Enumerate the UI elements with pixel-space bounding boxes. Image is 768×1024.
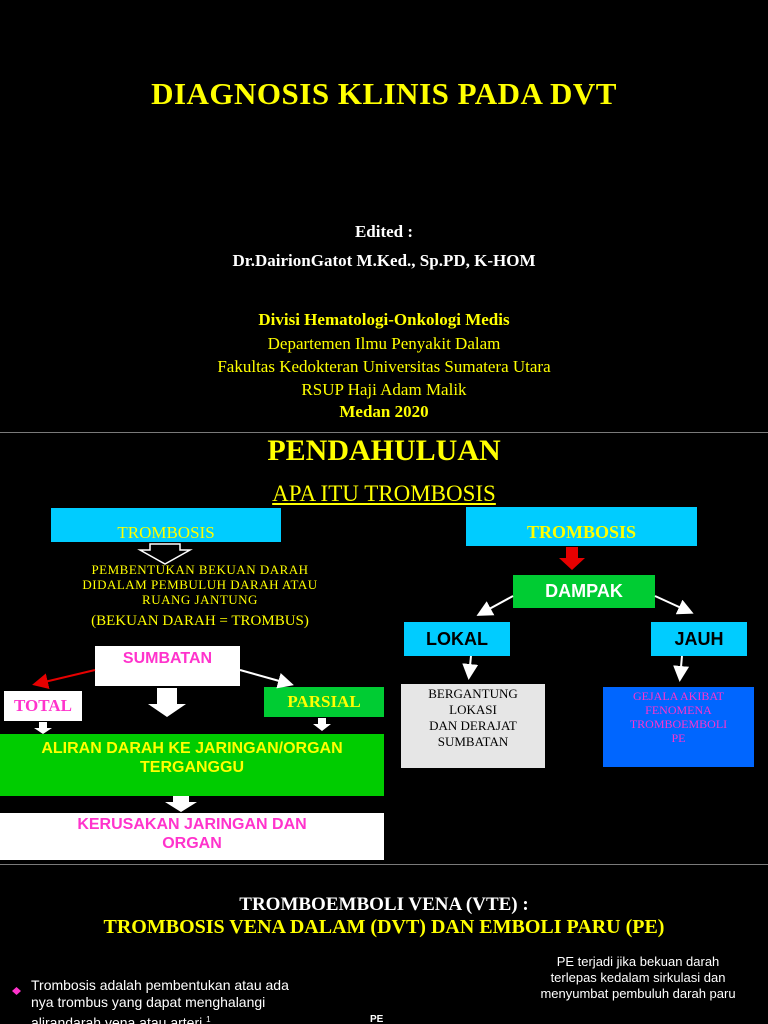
lokal-desc-line: LOKASI xyxy=(449,702,497,717)
slide-divider xyxy=(0,864,768,865)
hospital-name: RSUP Haji Adam Malik xyxy=(301,380,467,399)
slide-title: DIAGNOSIS KLINIS PADA DVT xyxy=(151,76,617,111)
arrow-to-jauh-desc-icon xyxy=(673,655,690,682)
bullet-line: Trombosis adalah pembentukan atau ada xyxy=(31,977,289,993)
jauh-desc-line: PE xyxy=(671,731,686,745)
definition-text: PEMBENTUKAN BEKUAN DARAH DIDALAM PEMBULU… xyxy=(0,562,400,607)
aliran-line-2: TERGANGGU xyxy=(140,759,244,776)
down-arrow-icon xyxy=(137,543,193,565)
faculty-name: Fakultas Kedokteran Universitas Sumatera… xyxy=(217,357,551,376)
division-name: Divisi Hematologi-Onkologi Medis xyxy=(258,310,510,329)
vte-slide: TROMBOEMBOLI VENA (VTE) : TROMBOSIS VENA… xyxy=(0,866,768,1024)
jauh-desc-line: FENOMENA xyxy=(645,703,712,717)
sumbatan-box: SUMBATAN xyxy=(95,646,240,686)
arrow-to-parsial-icon xyxy=(239,669,294,689)
title-slide: DIAGNOSIS KLINIS PADA DVT Edited : Dr.Da… xyxy=(0,0,768,432)
lokal-desc-line: DAN DERAJAT xyxy=(429,718,517,733)
parsial-box: PARSIAL xyxy=(264,687,384,717)
definition-line-2: DIDALAM PEMBULUH DARAH ATAU xyxy=(82,577,318,592)
department-name: Departemen Ilmu Penyakit Dalam xyxy=(267,334,501,353)
arrow-to-jauh-icon xyxy=(654,595,694,615)
bullet-diamond-icon xyxy=(12,980,21,995)
definition-line-1: PEMBENTUKAN BEKUAN DARAH xyxy=(91,562,309,577)
kerusakan-line-2: ORGAN xyxy=(162,835,222,852)
down-arrow-icon xyxy=(313,718,331,731)
dampak-box: DAMPAK xyxy=(513,575,655,608)
pe-label: PE xyxy=(370,1014,384,1024)
down-arrow-icon xyxy=(148,688,186,717)
author-name: Dr.DairionGatot M.Ked., Sp.PD, K-HOM xyxy=(232,251,536,270)
slide-divider xyxy=(0,432,768,433)
total-box: TOTAL xyxy=(4,691,82,721)
footnote-mark: 1 xyxy=(206,1015,211,1024)
lokal-desc-line: SUMBATAN xyxy=(437,734,509,749)
down-arrow-icon xyxy=(165,796,197,812)
definition-line-3: RUANG JANTUNG xyxy=(142,592,258,607)
down-arrow-icon xyxy=(559,547,585,570)
lokal-desc-box: BERGANTUNG LOKASI DAN DERAJAT SUMBATAN xyxy=(401,684,545,768)
lokal-desc-line: BERGANTUNG xyxy=(428,686,518,701)
flow-arrows xyxy=(32,543,694,812)
pe-note-line: PE terjadi jika bekuan darah xyxy=(556,954,720,969)
arrow-to-lokal-desc-icon xyxy=(462,655,479,680)
trombosis-box-right: TROMBOSIS xyxy=(466,507,697,546)
pe-note: PE terjadi jika bekuan darah terlepas ke… xyxy=(508,954,768,1002)
kerusakan-box: KERUSAKAN JARINGAN DAN ORGAN xyxy=(0,813,384,860)
bullet-text: Trombosis adalah pembentukan atau ada ny… xyxy=(31,977,331,1024)
bekuan-text: (BEKUAN DARAH = TROMBUS) xyxy=(91,613,309,629)
jauh-desc-line: GEJALA AKIBAT xyxy=(632,689,724,703)
trombosis-box-left: TROMBOSIS xyxy=(51,508,281,542)
aliran-line-1: ALIRAN DARAH KE JARINGAN/ORGAN xyxy=(41,740,343,757)
down-arrow-icon xyxy=(34,722,52,734)
bullet-line: alirandarah vena atau arteri. xyxy=(31,1014,207,1024)
jauh-desc-box: GEJALA AKIBAT FENOMENA TROMBOEMBOLI PE xyxy=(603,687,754,767)
jauh-desc-line: TROMBOEMBOLI xyxy=(629,717,728,731)
edited-label: Edited : xyxy=(354,222,414,241)
slide-subtitle: APA ITU TROMBOSIS xyxy=(272,481,496,506)
vte-subtitle: TROMBOSIS VENA DALAM (DVT) DAN EMBOLI PA… xyxy=(103,916,665,938)
bullet-line: nya trombus yang dapat menghalangi xyxy=(31,994,266,1010)
arrow-to-total-icon xyxy=(32,669,96,690)
pe-note-line: menyumbat pembuluh darah paru xyxy=(540,986,736,1001)
jauh-box: JAUH xyxy=(651,622,747,656)
kerusakan-line-1: KERUSAKAN JARINGAN DAN xyxy=(77,816,307,833)
pe-note-line: terlepas kedalam sirkulasi dan xyxy=(550,970,726,985)
city-year: Medan 2020 xyxy=(339,402,429,421)
aliran-box: ALIRAN DARAH KE JARINGAN/ORGAN TERGANGGU xyxy=(0,734,384,796)
slide-title: PENDAHULUAN xyxy=(267,434,501,467)
lokal-box: LOKAL xyxy=(404,622,510,656)
trombosis-slide: PENDAHULUAN APA ITU TROMBOSIS TROMBOSIS … xyxy=(0,434,768,862)
arrow-to-lokal-icon xyxy=(476,595,514,616)
vte-title: TROMBOEMBOLI VENA (VTE) : xyxy=(239,894,529,915)
